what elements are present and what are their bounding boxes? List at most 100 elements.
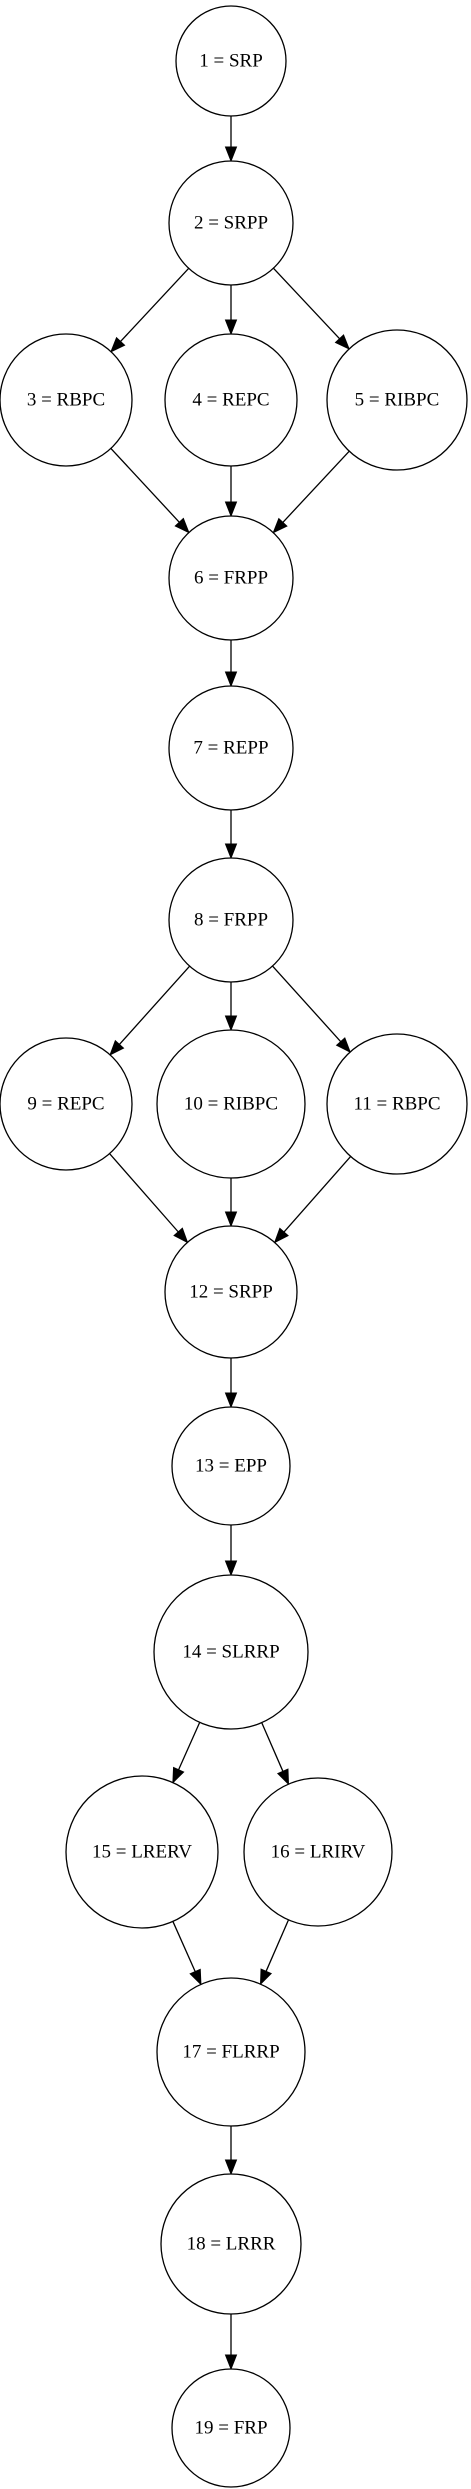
arrowhead: [224, 1015, 238, 1032]
node-circle: [0, 1037, 133, 1171]
node-label: 1 = SRP: [199, 51, 263, 72]
edge-3-to-6: [110, 447, 190, 534]
node-circle: [168, 515, 294, 641]
node-4: 4 = REPC: [164, 333, 298, 467]
arrowhead: [224, 1211, 238, 1228]
edge-13-to-14: [224, 1525, 238, 1577]
arrowhead: [224, 146, 238, 163]
arrowhead: [224, 671, 238, 688]
edge-6-to-7: [224, 640, 238, 688]
edge-line: [172, 1921, 196, 1972]
edge-18-to-19: [224, 2314, 238, 2371]
node-circle: [326, 329, 468, 471]
node-circle: [153, 1574, 309, 1730]
edge-1-to-2: [224, 116, 238, 163]
node-label: 10 = RIBPC: [184, 1094, 278, 1115]
edge-2-to-3: [110, 267, 190, 353]
edge-10-to-12: [224, 1178, 238, 1228]
edge-15-to-17: [172, 1921, 202, 1986]
edge-14-to-16: [261, 1722, 290, 1786]
node-1: 1 = SRP: [175, 5, 287, 117]
node-circle: [168, 857, 294, 983]
edge-5-to-6: [272, 450, 350, 534]
edges-layer: [109, 116, 352, 2371]
node-label: 16 = LRIRV: [271, 1842, 366, 1863]
node-2: 2 = SRPP: [168, 160, 294, 286]
edge-9-to-12: [109, 1153, 189, 1244]
node-circle: [156, 1029, 306, 1179]
node-circle: [160, 2173, 302, 2315]
node-label: 12 = SRPP: [189, 1282, 273, 1303]
arrowhead: [259, 1968, 273, 1986]
edge-line: [261, 1722, 284, 1772]
edge-8-to-11: [272, 965, 352, 1054]
arrowhead: [109, 1039, 125, 1056]
edge-line: [120, 267, 190, 342]
edge-line: [118, 965, 191, 1045]
node-label: 8 = FRPP: [194, 910, 268, 931]
edge-4-to-6: [224, 466, 238, 518]
edge-line: [272, 267, 341, 340]
edge-14-to-15: [172, 1722, 201, 1784]
node-circle: [326, 1033, 468, 1175]
arrowhead: [335, 1037, 352, 1054]
edge-7-to-8: [224, 810, 238, 860]
node-label: 18 = LRRR: [187, 2234, 276, 2255]
node-7: 7 = REPP: [168, 685, 294, 811]
node-16: 16 = LRIRV: [243, 1777, 393, 1927]
edge-8-to-10: [224, 982, 238, 1032]
edge-line: [110, 447, 180, 523]
node-18: 18 = LRRR: [160, 2173, 302, 2315]
node-14: 14 = SLRRP: [153, 1574, 309, 1730]
node-11: 11 = RBPC: [326, 1033, 468, 1175]
edge-line: [283, 1156, 352, 1233]
arrowhead: [272, 517, 288, 534]
arrowhead: [224, 1392, 238, 1409]
node-label: 4 = REPC: [192, 390, 269, 411]
node-8: 8 = FRPP: [168, 857, 294, 983]
node-circle: [164, 1225, 298, 1359]
edge-line: [109, 1153, 179, 1233]
edge-8-to-9: [109, 965, 191, 1056]
node-label: 19 = FRP: [194, 2418, 267, 2439]
node-label: 14 = SLRRP: [182, 1642, 279, 1663]
arrowhead: [189, 1968, 202, 1986]
node-circle: [164, 333, 298, 467]
edge-12-to-13: [224, 1358, 238, 1409]
node-circle: [0, 333, 133, 467]
arrowhead: [224, 501, 238, 518]
node-9: 9 = REPC: [0, 1037, 133, 1171]
node-label: 11 = RBPC: [353, 1094, 440, 1115]
arrowhead: [224, 1560, 238, 1577]
arrowhead: [276, 1768, 290, 1786]
node-label: 2 = SRPP: [194, 213, 268, 234]
node-circle: [171, 2368, 291, 2488]
node-17: 17 = FLRRP: [156, 1977, 306, 2127]
node-circle: [168, 160, 294, 286]
node-label: 6 = FRPP: [194, 568, 268, 589]
node-label: 17 = FLRRP: [182, 2042, 279, 2063]
arrowhead: [334, 334, 351, 350]
edge-line: [177, 1722, 201, 1771]
edge-17-to-18: [224, 2126, 238, 2176]
node-circle: [168, 685, 294, 811]
node-10: 10 = RIBPC: [156, 1029, 306, 1179]
node-circle: [243, 1777, 393, 1927]
edge-line: [272, 965, 342, 1043]
edge-11-to-12: [273, 1156, 352, 1244]
edge-2-to-5: [272, 267, 351, 350]
node-label: 13 = EPP: [195, 1456, 267, 1477]
node-12: 12 = SRPP: [164, 1225, 298, 1359]
arrowhead: [273, 1227, 289, 1244]
arrowhead: [172, 1766, 185, 1784]
node-5: 5 = RIBPC: [326, 329, 468, 471]
node-circle: [175, 5, 287, 117]
arrowhead: [224, 2159, 238, 2176]
node-19: 19 = FRP: [171, 2368, 291, 2488]
edge-line: [282, 450, 350, 523]
edge-line: [265, 1919, 290, 1972]
node-13: 13 = EPP: [171, 1406, 291, 1526]
arrowhead: [174, 517, 190, 534]
